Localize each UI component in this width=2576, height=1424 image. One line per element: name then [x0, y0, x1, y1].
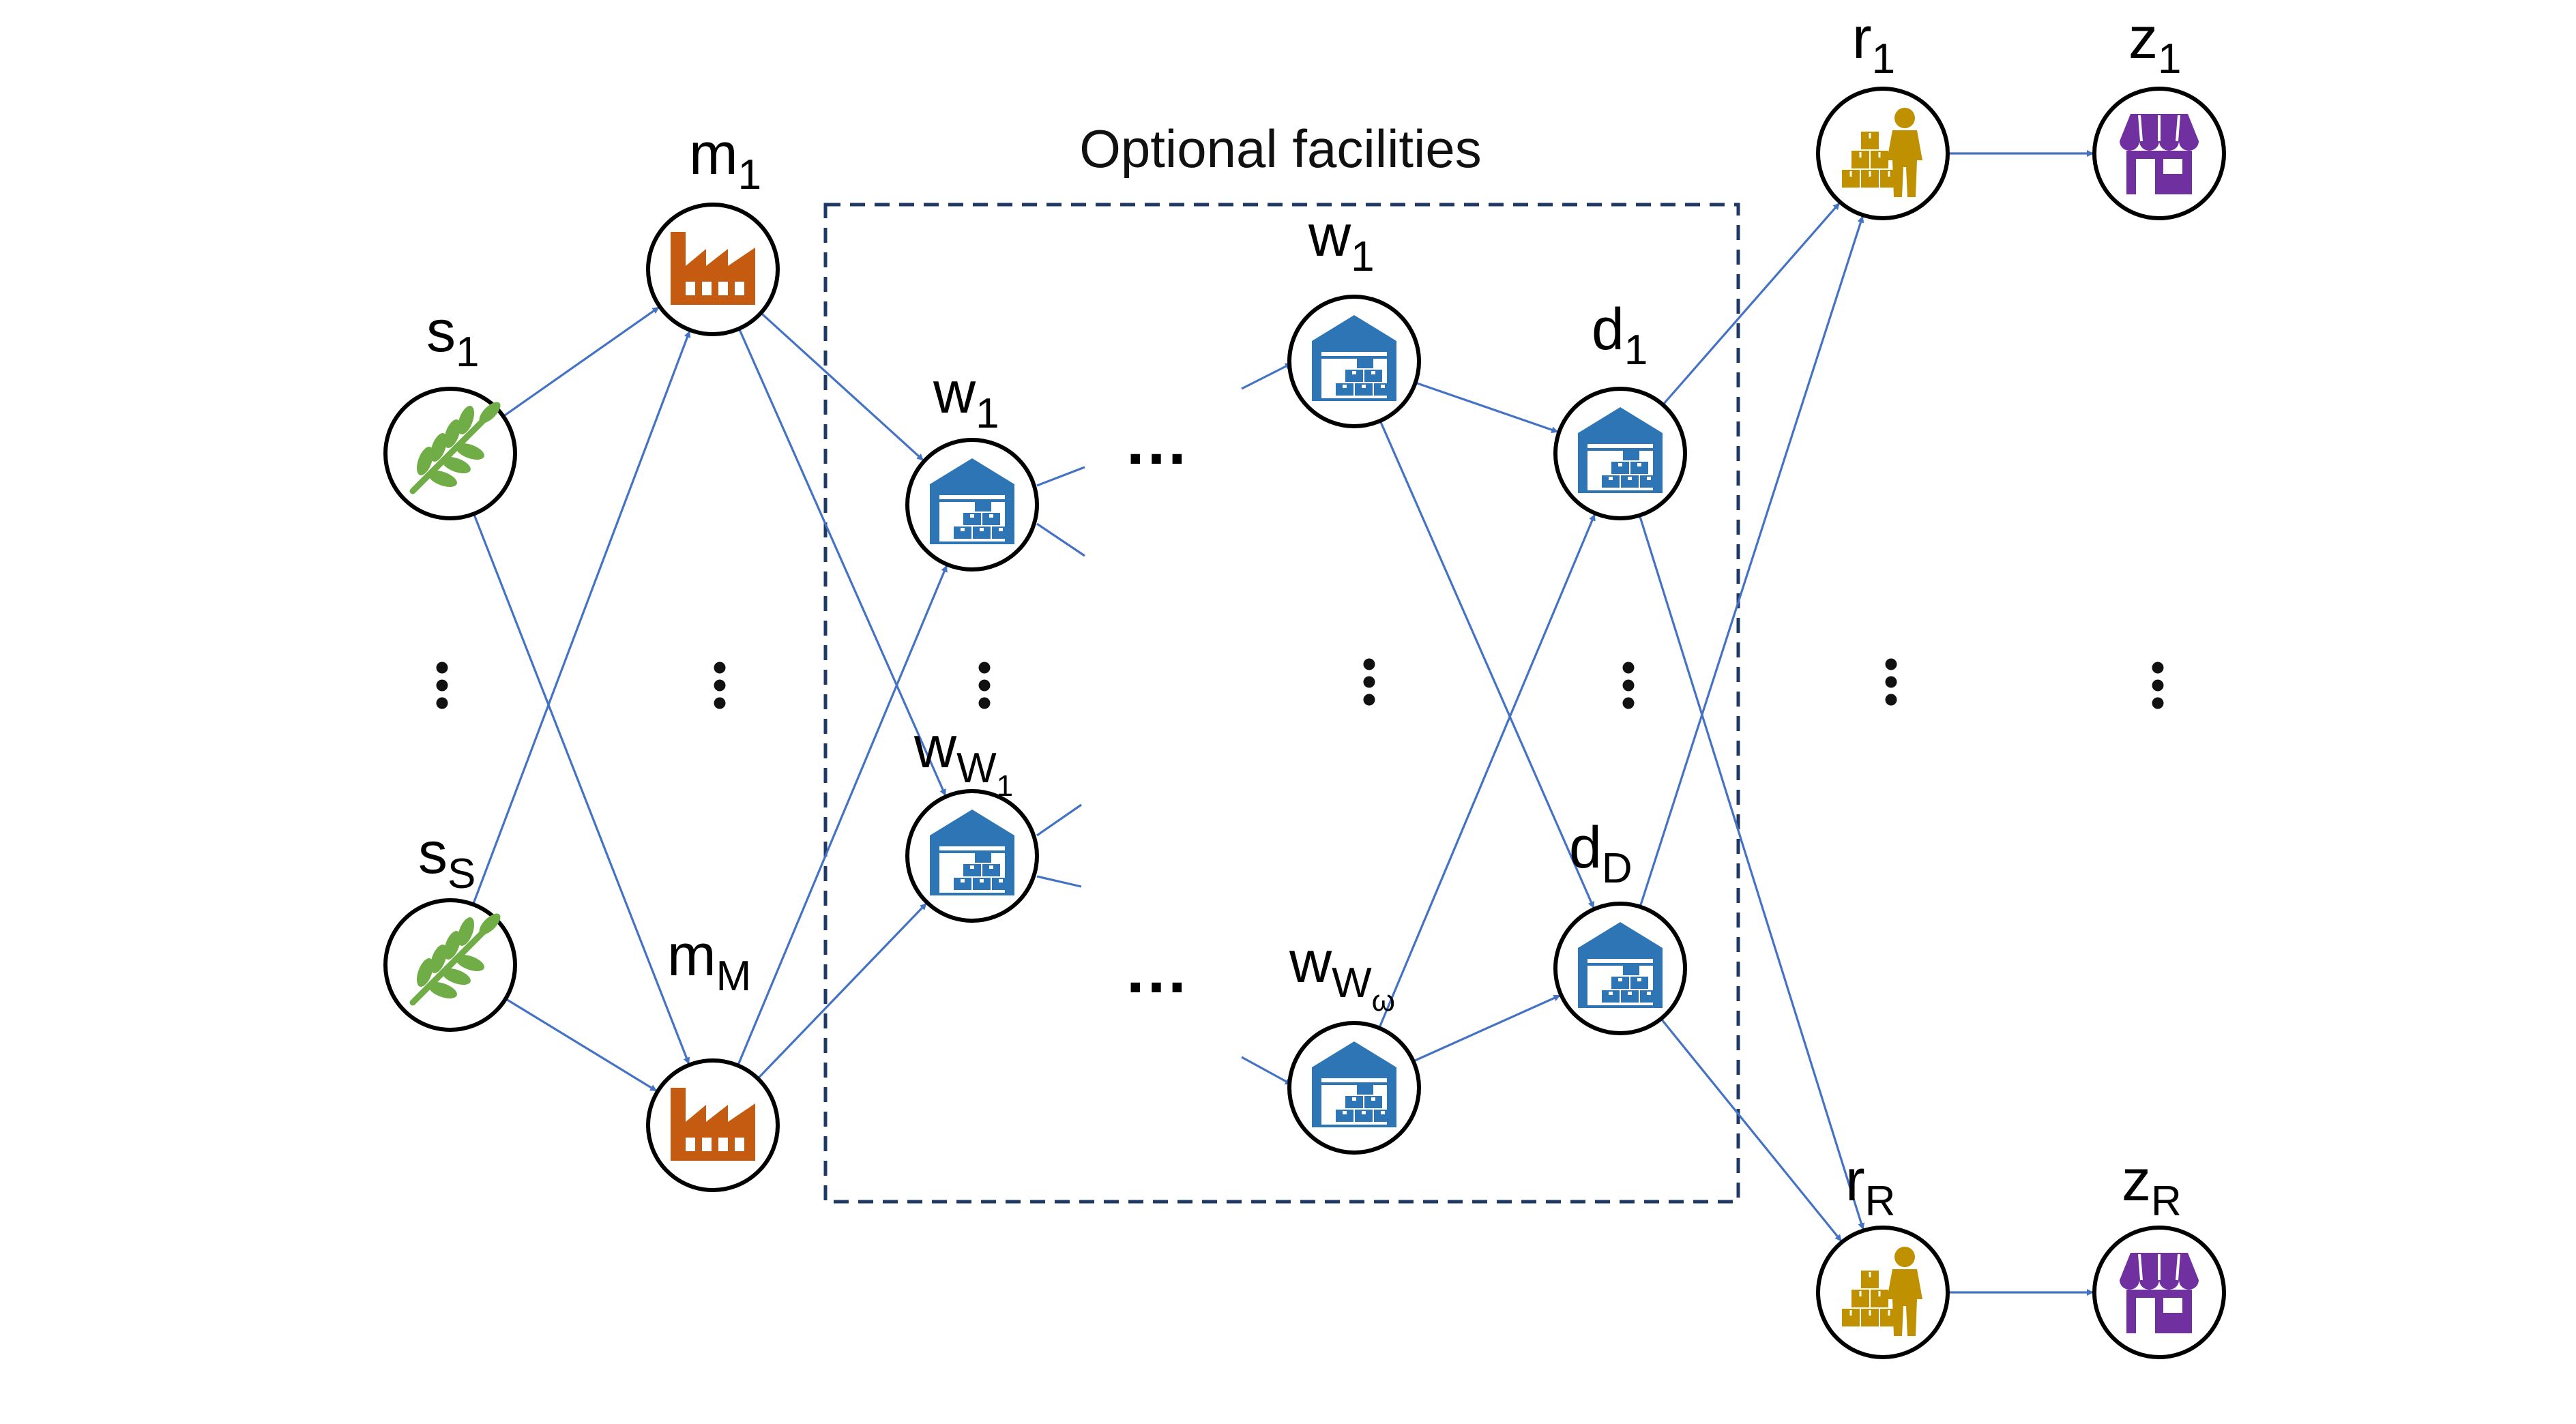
edge-stub-wW1-out-1 [1036, 803, 1082, 837]
label-d1: d1 [1592, 297, 1648, 374]
label-rR: rR [1845, 1148, 1895, 1225]
node-mM [646, 1058, 780, 1192]
vertical-ellipses [436, 658, 2164, 709]
node-r1 [1816, 87, 1950, 220]
edges [472, 150, 2094, 1296]
vertical-ellipsis [436, 662, 448, 709]
vertical-ellipsis [978, 662, 991, 709]
edge-s1-mM [473, 513, 690, 1065]
vertical-ellipsis [1363, 658, 1375, 706]
edge-wWw-dD [1413, 994, 1561, 1063]
edge-dD-r1 [1639, 216, 1864, 908]
nodes [383, 87, 2226, 1359]
label-sS: sS [418, 820, 475, 898]
label-z1: z1 [2128, 5, 2181, 83]
optional-facilities-box [823, 203, 1740, 1204]
label-r1: r1 [1852, 5, 1895, 83]
hellipsis-top: … [1124, 405, 1189, 478]
label-wW1: wW1 [913, 715, 1013, 803]
label-w1a: w1 [933, 360, 999, 437]
warehouse-icon [930, 458, 1014, 544]
edge-d1-r1 [1662, 202, 1841, 406]
label-mM: mM [667, 923, 751, 1000]
label-wWw: wWω [1289, 930, 1395, 1018]
edge-sS-m1 [472, 330, 691, 905]
node-rR [1816, 1226, 1950, 1359]
vertical-ellipsis [1885, 658, 1897, 706]
node-zR [2092, 1226, 2226, 1359]
hellipsis-bottom: … [1124, 934, 1189, 1007]
edge-d1-rR [1638, 515, 1865, 1230]
vertical-ellipsis [1622, 662, 1635, 709]
node-s1 [383, 387, 517, 520]
label-w1b: w1 [1308, 203, 1375, 280]
node-z1 [2092, 87, 2226, 220]
label-m1: m1 [689, 121, 761, 198]
node-d1 [1553, 387, 1687, 520]
ellipsis-marks: … … [1124, 405, 1189, 1007]
edge-m1-wW1 [737, 328, 947, 797]
leaf-icon [409, 913, 501, 1006]
node-w1b [1287, 295, 1421, 428]
vertical-ellipsis [2152, 662, 2164, 709]
edge-w1b-dD [1379, 420, 1595, 909]
edge-stub-wWw-in [1241, 1056, 1292, 1086]
vertical-ellipsis [714, 662, 726, 709]
edge-mM-w1a [737, 565, 948, 1066]
optional-facilities-title: Optional facilities [1079, 119, 1482, 179]
node-labels: s1 sS m1 mM w1 wW1 w1 wWω d1 dD r1 [418, 5, 2182, 1225]
edge-w1b-d1 [1415, 381, 1559, 434]
node-wWw [1287, 1021, 1421, 1155]
edge-stub-wW1-out-2 [1036, 875, 1082, 888]
retailer-icon [1842, 1247, 1922, 1336]
node-dD [1553, 902, 1687, 1035]
factory-icon [671, 232, 755, 305]
node-w1a [905, 438, 1039, 572]
warehouse-icon [1312, 315, 1396, 401]
warehouse-icon [930, 810, 1014, 895]
node-sS [383, 898, 517, 1032]
edge-dD-rR [1660, 1018, 1843, 1242]
retailer-icon [1842, 108, 1922, 197]
edge-stub-w1a-out-2 [1036, 522, 1085, 557]
edge-s1-m1 [502, 306, 660, 417]
edge-stub-w1a-out-1 [1036, 466, 1085, 487]
edge-stub-w1b-in [1241, 362, 1292, 390]
edge-m1-w1a [760, 312, 924, 461]
warehouse-icon [1578, 407, 1663, 493]
warehouse-icon [1578, 922, 1663, 1008]
edge-mM-wW1 [757, 902, 927, 1080]
leaf-icon [409, 402, 501, 494]
node-wW1 [905, 789, 1039, 923]
factory-icon [671, 1088, 755, 1161]
warehouse-icon [1312, 1041, 1396, 1127]
label-dD: dD [1569, 815, 1633, 892]
edge-sS-mM [505, 998, 658, 1092]
store-icon [2120, 114, 2199, 194]
label-s1: s1 [426, 299, 479, 376]
edge-wWw-d1 [1378, 514, 1596, 1029]
node-m1 [646, 203, 780, 336]
store-icon [2120, 1253, 2199, 1333]
label-zR: zR [2122, 1148, 2182, 1225]
